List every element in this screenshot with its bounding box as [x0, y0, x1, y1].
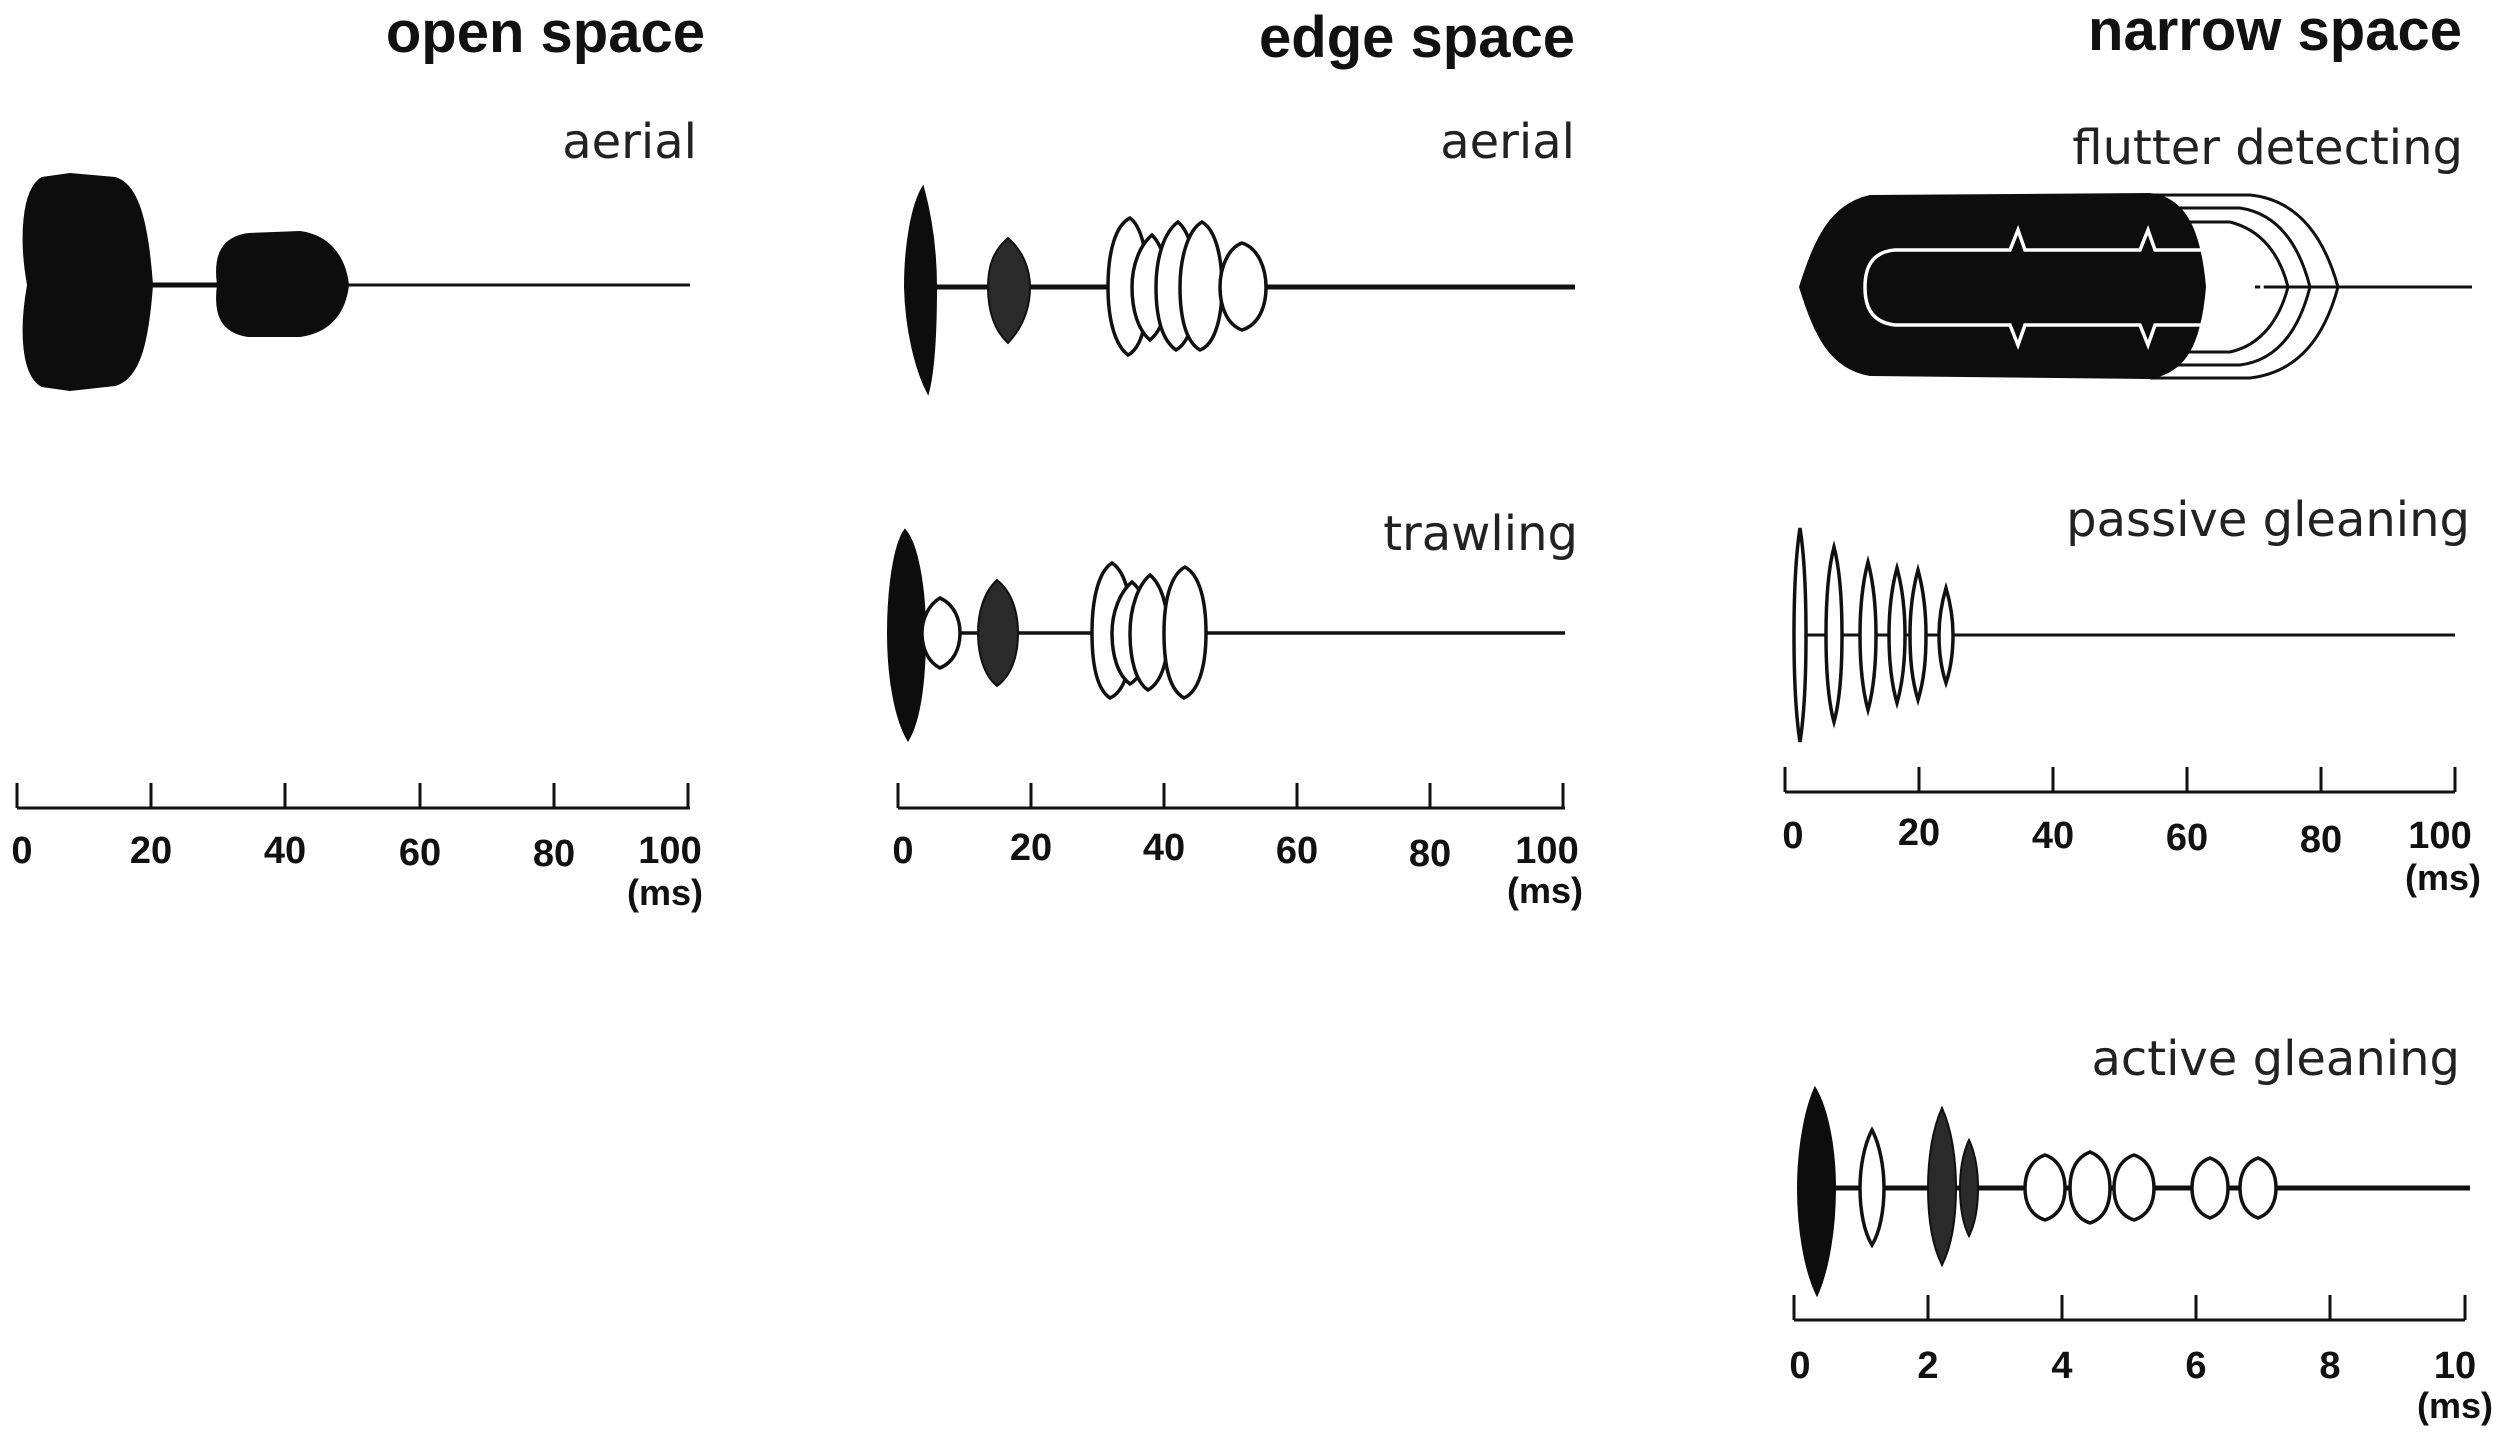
tick-label: 40 [264, 830, 306, 872]
echo-pulse [1937, 581, 1955, 689]
tick-label: 40 [1143, 827, 1185, 869]
time-axis-open-space: 0 20 40 60 80 100 (ms) [11, 783, 703, 913]
label-edge-trawling: trawling [1383, 506, 1578, 562]
echo-pulse [1958, 1137, 1980, 1239]
tick-label: 60 [399, 832, 441, 874]
tick-label: 8 [2319, 1345, 2340, 1387]
echo-pulse [1908, 563, 1928, 707]
tick-label: 20 [1010, 827, 1052, 869]
echo-pulse [2190, 1156, 2230, 1220]
echo-pulse [986, 236, 1032, 345]
echo-pulse [2238, 1156, 2278, 1220]
tick-label: 20 [130, 830, 172, 872]
tick-label: 80 [2300, 819, 2342, 861]
tick-label: 100 [638, 830, 701, 872]
tick-label: 6 [2185, 1345, 2206, 1387]
trace-narrow-active-gleaning [1796, 1085, 2470, 1298]
tick-label: 0 [892, 830, 913, 872]
echo-outline [2150, 193, 2340, 380]
axis-unit: (ms) [2405, 857, 2481, 898]
echo-contour [1863, 225, 2264, 350]
echo-pulse [1218, 241, 1268, 332]
tick-label: 0 [1782, 815, 1803, 857]
echo-pulse [2112, 1153, 2156, 1222]
echo-pulse [216, 230, 350, 337]
call-pulse [886, 528, 927, 742]
tick-label: 60 [2166, 817, 2208, 859]
call-pulse [1796, 1085, 1837, 1298]
echo-outline [2150, 220, 2290, 354]
tick-label: 40 [2032, 815, 2074, 857]
echo-pulse [2068, 1150, 2112, 1225]
tick-label: 2 [1917, 1345, 1938, 1387]
echo-pulse [1824, 540, 1844, 729]
echo-pulse [1858, 1126, 1886, 1249]
time-axis-edge-space: 0 20 40 60 80 100 (ms) [892, 783, 1583, 911]
call-pulse [1792, 527, 1808, 743]
label-narrow-active-gleaning: active gleaning [2091, 1031, 2460, 1087]
time-axis-narrow-space: 0 20 40 60 80 100 (ms) [1782, 767, 2481, 898]
echo-pulse [1858, 555, 1878, 717]
echo-pulse [1162, 565, 1208, 700]
trace-open-aerial [22, 172, 690, 392]
echo-pulse [1887, 561, 1907, 710]
trace-edge-aerial [903, 184, 1575, 396]
title-edge-space: edge space [1259, 5, 1575, 70]
label-narrow-passive-gleaning: passive gleaning [2066, 492, 2470, 548]
call-pulse [22, 172, 154, 392]
trace-narrow-passive-gleaning [1792, 527, 2455, 743]
tick-label: 0 [11, 830, 32, 872]
echo-pulse [1178, 219, 1224, 352]
echo-pulse [1926, 1105, 1958, 1268]
tick-label: 100 [1515, 830, 1578, 872]
axis-unit: (ms) [627, 872, 703, 913]
tick-label: 100 [2408, 815, 2471, 857]
echo-pulse [976, 578, 1020, 688]
tick-label: 0 [1789, 1345, 1810, 1387]
label-edge-aerial: aerial [1440, 114, 1575, 170]
axis-unit: (ms) [2417, 1385, 2493, 1426]
tick-label: 60 [1276, 830, 1318, 872]
time-axis-active-gleaning: 0 2 4 6 8 10 (ms) [1789, 1295, 2493, 1426]
tick-label: 10 [2434, 1345, 2476, 1387]
tick-label: 4 [2051, 1345, 2072, 1387]
call-pulse [1798, 192, 2207, 380]
echo-pulse [2023, 1153, 2067, 1222]
label-open-aerial: aerial [562, 114, 697, 170]
title-open-space: open space [386, 0, 705, 65]
trace-narrow-flutter-detecting [1798, 192, 2472, 380]
axis-unit: (ms) [1507, 870, 1583, 911]
tick-label: 80 [1409, 833, 1451, 875]
echo-pulse [920, 596, 962, 670]
title-narrow-space: narrow space [2088, 0, 2462, 63]
call-pulse [903, 184, 938, 396]
trace-edge-trawling [886, 528, 1565, 742]
echo-outline [2150, 206, 2312, 367]
tick-label: 20 [1898, 812, 1940, 854]
tick-label: 80 [533, 833, 575, 875]
label-narrow-flutter-detecting: flutter detecting [2072, 120, 2463, 176]
